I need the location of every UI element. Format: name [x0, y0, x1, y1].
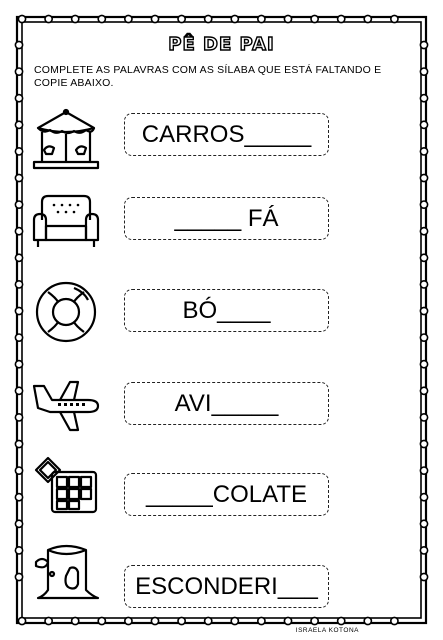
word-box-1[interactable]: CARROS_____: [124, 113, 329, 156]
word-box-3[interactable]: BÓ____: [124, 289, 329, 332]
word-box-4[interactable]: AVI_____: [124, 382, 329, 425]
tree-stump-icon: [34, 544, 100, 600]
airplane-icon: [32, 380, 100, 432]
sofa-icon: [32, 194, 100, 247]
word-box-2[interactable]: _____ FÁ: [124, 197, 329, 240]
chocolate-bar-icon: [34, 456, 98, 514]
swim-ring-icon: [35, 281, 97, 343]
word-box-5[interactable]: _____COLATE: [124, 473, 329, 516]
instructions: COMPLETE AS PALAVRAS COM AS SÍLABA QUE E…: [34, 64, 382, 89]
word-box-6[interactable]: ESCONDERI___: [124, 565, 329, 608]
page-title: PÊ DE PAI: [168, 33, 275, 55]
carousel-icon: [32, 108, 100, 170]
credit-text: ISRAELA KOTONA: [295, 627, 359, 634]
